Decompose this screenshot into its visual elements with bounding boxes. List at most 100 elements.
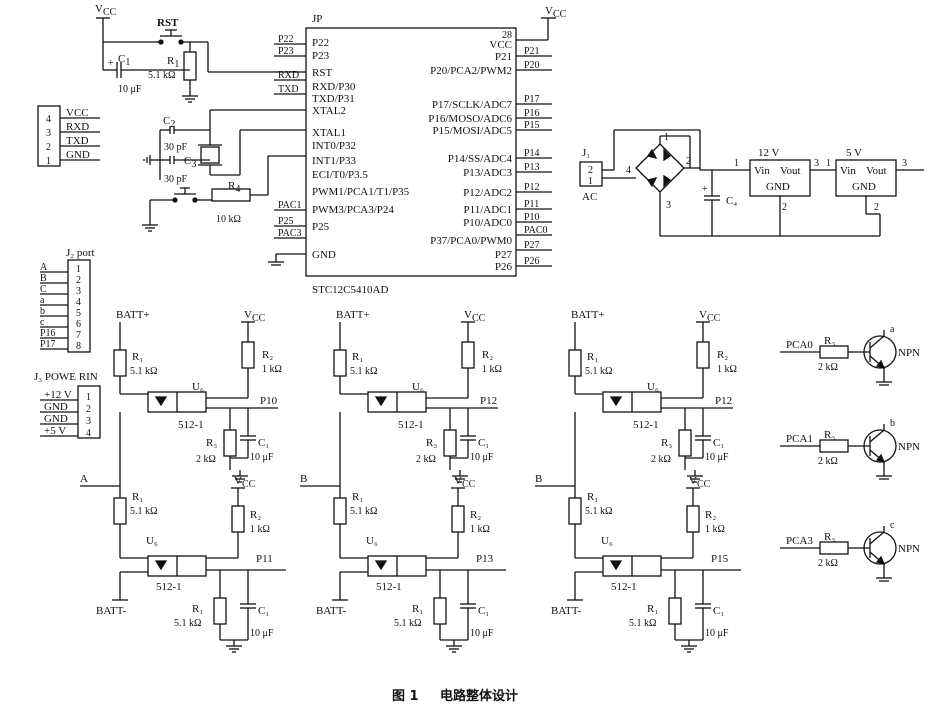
r2-label-2: R₂ bbox=[705, 509, 716, 521]
svg-text:+: + bbox=[108, 58, 114, 69]
mcu-pin-left: RST bbox=[312, 67, 332, 79]
j2-pin-number: 8 bbox=[76, 341, 81, 352]
mcu-net-right: P21 bbox=[524, 46, 540, 57]
mcu-net-right: P10 bbox=[524, 212, 540, 223]
uart-pin-number: 3 bbox=[46, 128, 51, 139]
rb-value: 5.1 kΩ bbox=[174, 618, 201, 629]
mcu-net-left: P22 bbox=[278, 34, 294, 45]
c1-label: C₁ bbox=[713, 437, 724, 449]
cb-label: C₁ bbox=[478, 605, 489, 617]
r1-label-2: R₁ bbox=[587, 491, 598, 503]
r1-value-2: 5.1 kΩ bbox=[585, 506, 612, 517]
vcc-label: VCC bbox=[699, 309, 721, 324]
opto-part: 512-1 bbox=[178, 419, 204, 431]
svg-text:3: 3 bbox=[666, 200, 671, 211]
npn-r-value: 2 kΩ bbox=[818, 558, 838, 569]
cb-value: 10 μF bbox=[250, 628, 274, 639]
mcu-net-labels: P22P23RXDTXDPAC1P25PAC3P21P20P17P16P15P1… bbox=[274, 34, 552, 267]
svg-text:Vin: Vin bbox=[754, 165, 770, 177]
r2-label: R₂ bbox=[482, 349, 493, 361]
npn-net: PCA0 bbox=[786, 339, 813, 351]
c1-label: C₁ bbox=[478, 437, 489, 449]
j3-pin-number: 4 bbox=[86, 428, 91, 439]
j3-pin-number: 2 bbox=[86, 404, 91, 415]
mcu-pin-right: P12/ADC2 bbox=[463, 187, 512, 199]
svg-text:Vout: Vout bbox=[866, 165, 887, 177]
npn-net: PCA3 bbox=[786, 535, 813, 547]
crystal-circuit: C2 30 pF C3 30 pF R4 10 kΩ bbox=[142, 109, 306, 266]
opto-out-bot: P13 bbox=[476, 553, 494, 565]
batt-minus-label: BATT- bbox=[96, 605, 126, 617]
c1-value: 10 μF bbox=[470, 452, 494, 463]
opto-part-2: 512-1 bbox=[156, 581, 182, 593]
r1-label-2: R₁ bbox=[132, 491, 143, 503]
c1-label: C₁ bbox=[258, 437, 269, 449]
rb-value: 5.1 kΩ bbox=[394, 618, 421, 629]
opto-out-top: P10 bbox=[260, 395, 278, 407]
mcu-left-pins: P22P23RSTRXD/P30TXD/P31XTAL2XTAL1INT0/P3… bbox=[312, 37, 410, 261]
rst-label: RST bbox=[157, 17, 179, 29]
c4-label: C₄ bbox=[726, 195, 737, 207]
cb-value: 10 μF bbox=[470, 628, 494, 639]
mcu-net-right: P26 bbox=[524, 256, 540, 267]
mcu-pin-left: XTAL1 bbox=[312, 127, 346, 139]
opto-input: B bbox=[300, 473, 307, 485]
svg-text:1: 1 bbox=[826, 158, 831, 169]
mcu-pin-right: P26 bbox=[495, 261, 513, 273]
opto-input: B bbox=[535, 473, 542, 485]
j3-net: +12 V bbox=[44, 389, 72, 401]
opto-part-2: 512-1 bbox=[376, 581, 402, 593]
vcc-label-reset: VCC bbox=[95, 3, 117, 18]
r4-label: R4 bbox=[228, 180, 240, 195]
j2-net: C bbox=[40, 284, 47, 295]
mcu-net-right: P15 bbox=[524, 120, 540, 131]
j2-net: c bbox=[40, 317, 45, 328]
j2-net: A bbox=[40, 262, 48, 273]
cb-value: 10 μF bbox=[705, 628, 729, 639]
mcu-pin-left: RXD/P30 bbox=[312, 81, 356, 93]
mcu-chip: JP STC12C5410AD 28 P22P23RSTRXD/P30TXD/P… bbox=[274, 13, 552, 296]
r1-label: R₁ bbox=[587, 351, 598, 363]
svg-text:2: 2 bbox=[588, 165, 593, 176]
vcc-label: VCC bbox=[464, 309, 486, 324]
r3-value: 2 kΩ bbox=[416, 454, 436, 465]
svg-text:+: + bbox=[702, 184, 708, 195]
r2-label-2: R₂ bbox=[470, 509, 481, 521]
vcc-label: VCC bbox=[454, 475, 476, 490]
opto-input: A bbox=[80, 473, 88, 485]
pin28: 28 bbox=[502, 30, 512, 41]
svg-text:1: 1 bbox=[734, 158, 739, 169]
r1-value-2: 5.1 kΩ bbox=[130, 506, 157, 517]
svg-text:1: 1 bbox=[588, 176, 593, 187]
mcu-net-right: P14 bbox=[524, 148, 540, 159]
r2-value-2: 1 kΩ bbox=[705, 524, 725, 535]
opto-part: 512-1 bbox=[633, 419, 659, 431]
uart-net: TXD bbox=[66, 135, 89, 147]
j2-net: a bbox=[40, 295, 45, 306]
j2-pin-number: 2 bbox=[76, 275, 81, 286]
uart-pin-number: 1 bbox=[46, 156, 51, 167]
j2-pin-number: 7 bbox=[76, 330, 81, 341]
mcu-pin-right: P21 bbox=[495, 51, 512, 63]
mcu-pin-left: TXD/P31 bbox=[312, 93, 355, 105]
j3-pin-number: 1 bbox=[86, 392, 91, 403]
svg-text:2: 2 bbox=[782, 202, 787, 213]
mcu-pin-right: P11/ADC1 bbox=[464, 204, 513, 216]
j2-net: b bbox=[40, 306, 45, 317]
batt-plus-label: BATT+ bbox=[336, 309, 370, 321]
svg-text:1: 1 bbox=[664, 132, 669, 143]
npn-net: PCA1 bbox=[786, 433, 813, 445]
mcu-pin-right: P13/ADC3 bbox=[463, 167, 512, 179]
npn-collector-tag: a bbox=[890, 324, 895, 335]
npn-r-label: R₃ bbox=[824, 531, 835, 543]
r1-label: R₁ bbox=[352, 351, 363, 363]
figure-number: 图 1 bbox=[392, 689, 419, 704]
mcu-pin-left: P25 bbox=[312, 221, 330, 233]
mcu-pin-right: P15/MOSI/ADC5 bbox=[433, 125, 513, 137]
mcu-pin-right: P27 bbox=[495, 249, 513, 261]
